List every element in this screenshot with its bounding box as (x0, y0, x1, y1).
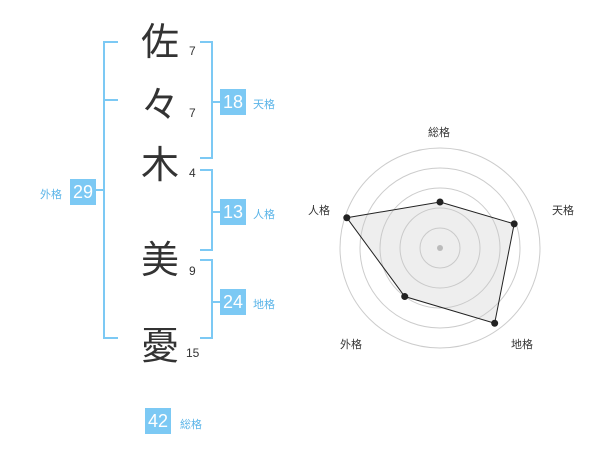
gaikaku-value: 29 (70, 179, 97, 205)
name-char-3: 木 (140, 143, 179, 187)
chikaku-label: 地格 (253, 298, 275, 311)
radar-ring-3 (399, 207, 481, 289)
soukaku-value: 42 (145, 408, 172, 434)
name-char-2: 々 (140, 83, 179, 127)
radar-point-2 (510, 220, 518, 228)
stroke-count-3: 4 (189, 166, 196, 180)
radar-label-soukaku: 総格 (428, 126, 450, 139)
stroke-count-2: 7 (189, 106, 196, 120)
radar-label-jinkaku: 人格 (308, 204, 330, 217)
radar-point-4 (401, 293, 409, 301)
radar-label-chikaku: 地格 (511, 338, 533, 351)
radar-ring-4 (419, 227, 461, 269)
radar-point-5 (343, 214, 351, 222)
tenkaku-bracket (200, 41, 213, 159)
stroke-count-1: 7 (189, 44, 196, 58)
radar-label-tenkaku: 天格 (552, 204, 574, 217)
radar-center (437, 245, 443, 251)
chikaku-value: 24 (220, 289, 247, 315)
stroke-count-4: 9 (189, 264, 196, 278)
soukaku-label: 総格 (180, 418, 202, 431)
name-char-4: 美 (140, 238, 179, 282)
name-char-1: 佐 (140, 20, 179, 64)
radar-ring-1 (359, 167, 521, 329)
radar-polygon (345, 201, 515, 324)
jinkaku-label: 人格 (253, 208, 275, 221)
jinkaku-value: 13 (220, 199, 247, 225)
tenkaku-value: 18 (220, 89, 247, 115)
radar-ring-2 (379, 187, 501, 309)
radar-point-1 (436, 198, 444, 206)
name-char-5: 憂 (140, 324, 179, 368)
chikaku-bracket (200, 259, 213, 339)
jinkaku-bracket (200, 169, 213, 251)
radar-point-3 (491, 319, 499, 327)
radar-label-gaikaku: 外格 (340, 338, 362, 351)
stroke-count-5: 15 (186, 346, 200, 360)
tenkaku-label: 天格 (253, 98, 275, 111)
gaikaku-label: 外格 (40, 188, 62, 201)
